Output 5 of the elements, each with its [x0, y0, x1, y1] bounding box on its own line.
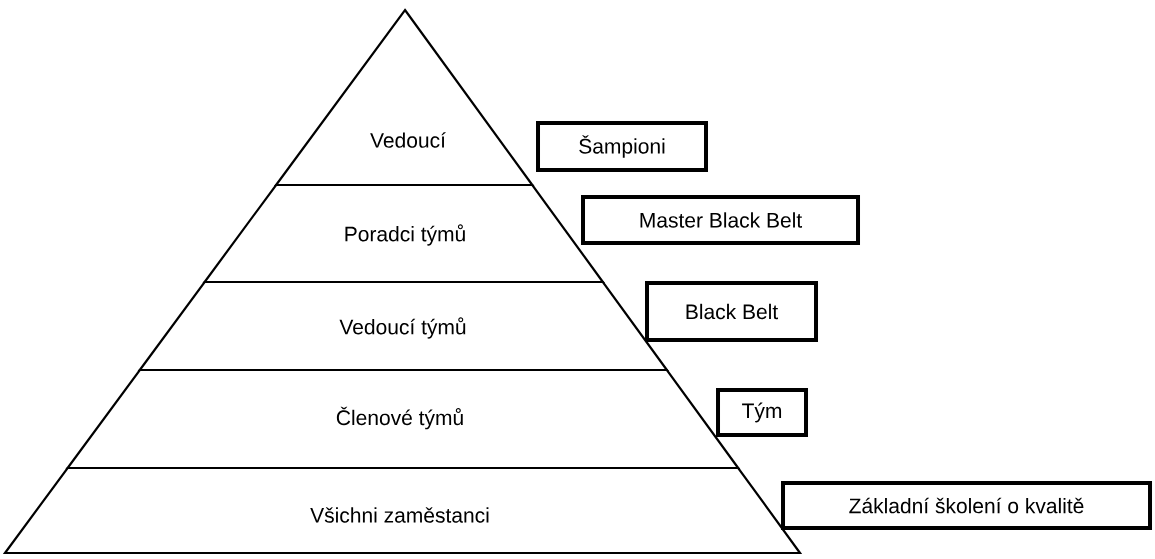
label-box: Základní školení o kvalitě [781, 481, 1152, 530]
label-box: Black Belt [645, 281, 818, 342]
label-box: Tým [716, 388, 808, 437]
label-box: Master Black Belt [581, 195, 860, 245]
label-box: Šampioni [536, 121, 708, 172]
